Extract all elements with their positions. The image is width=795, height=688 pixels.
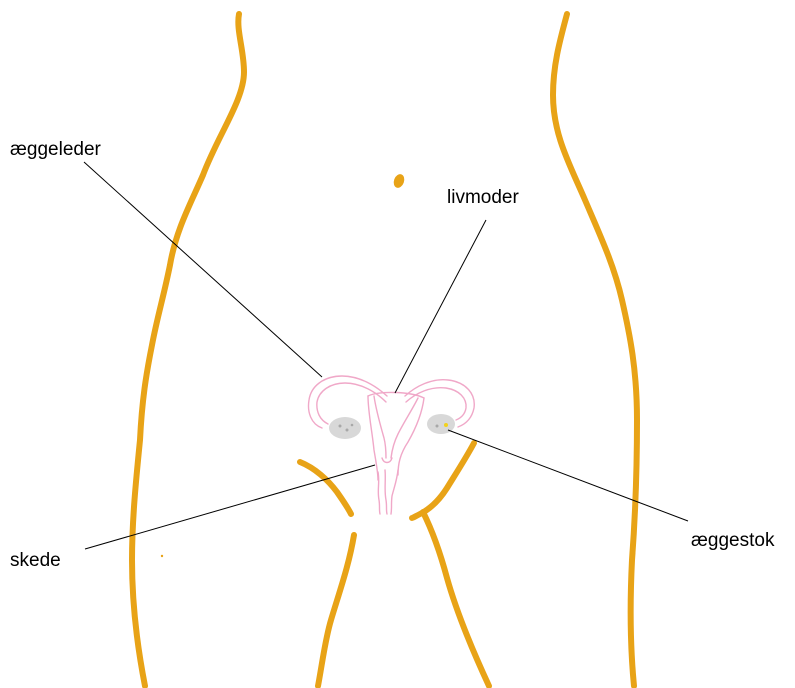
label-ovary: æggestok	[691, 530, 775, 551]
ovaries	[329, 414, 455, 439]
torso-left-outline	[132, 14, 244, 686]
label-uterus: livmoder	[447, 187, 519, 208]
left-thigh-inner	[318, 535, 354, 686]
uterus-inner-left	[374, 396, 386, 458]
label-fallopian-tube: æggeleder	[10, 139, 102, 160]
vaginal-canal-right	[391, 470, 398, 514]
cervix	[382, 458, 392, 463]
labels: æggeleder livmoder skede æggestok	[10, 139, 775, 571]
leader-line-ovary	[448, 430, 688, 521]
right-groin-line	[412, 443, 474, 518]
left-groin-line	[300, 462, 351, 514]
uterus-top	[368, 392, 424, 398]
body-outline	[132, 14, 637, 686]
leader-line-fallopian-tube	[84, 162, 322, 377]
ovary-left-follicle	[351, 424, 354, 427]
ovary-left-follicle	[339, 425, 342, 428]
vaginal-canal-mid	[385, 470, 387, 514]
label-vagina: skede	[10, 550, 61, 571]
leader-lines	[84, 162, 688, 549]
ovary-right-egg	[444, 423, 448, 427]
torso-right-outline	[553, 14, 637, 686]
leader-line-uterus	[395, 220, 486, 393]
reproductive-organs	[309, 376, 475, 514]
stray-dot	[161, 555, 163, 557]
right-thigh-inner	[423, 512, 489, 686]
navel	[392, 173, 406, 190]
ovary-left	[329, 417, 361, 439]
leader-line-vagina	[85, 465, 375, 549]
vaginal-canal-left	[378, 472, 380, 514]
ovary-right-follicle	[436, 425, 439, 428]
ovary-left-follicle	[346, 429, 349, 432]
